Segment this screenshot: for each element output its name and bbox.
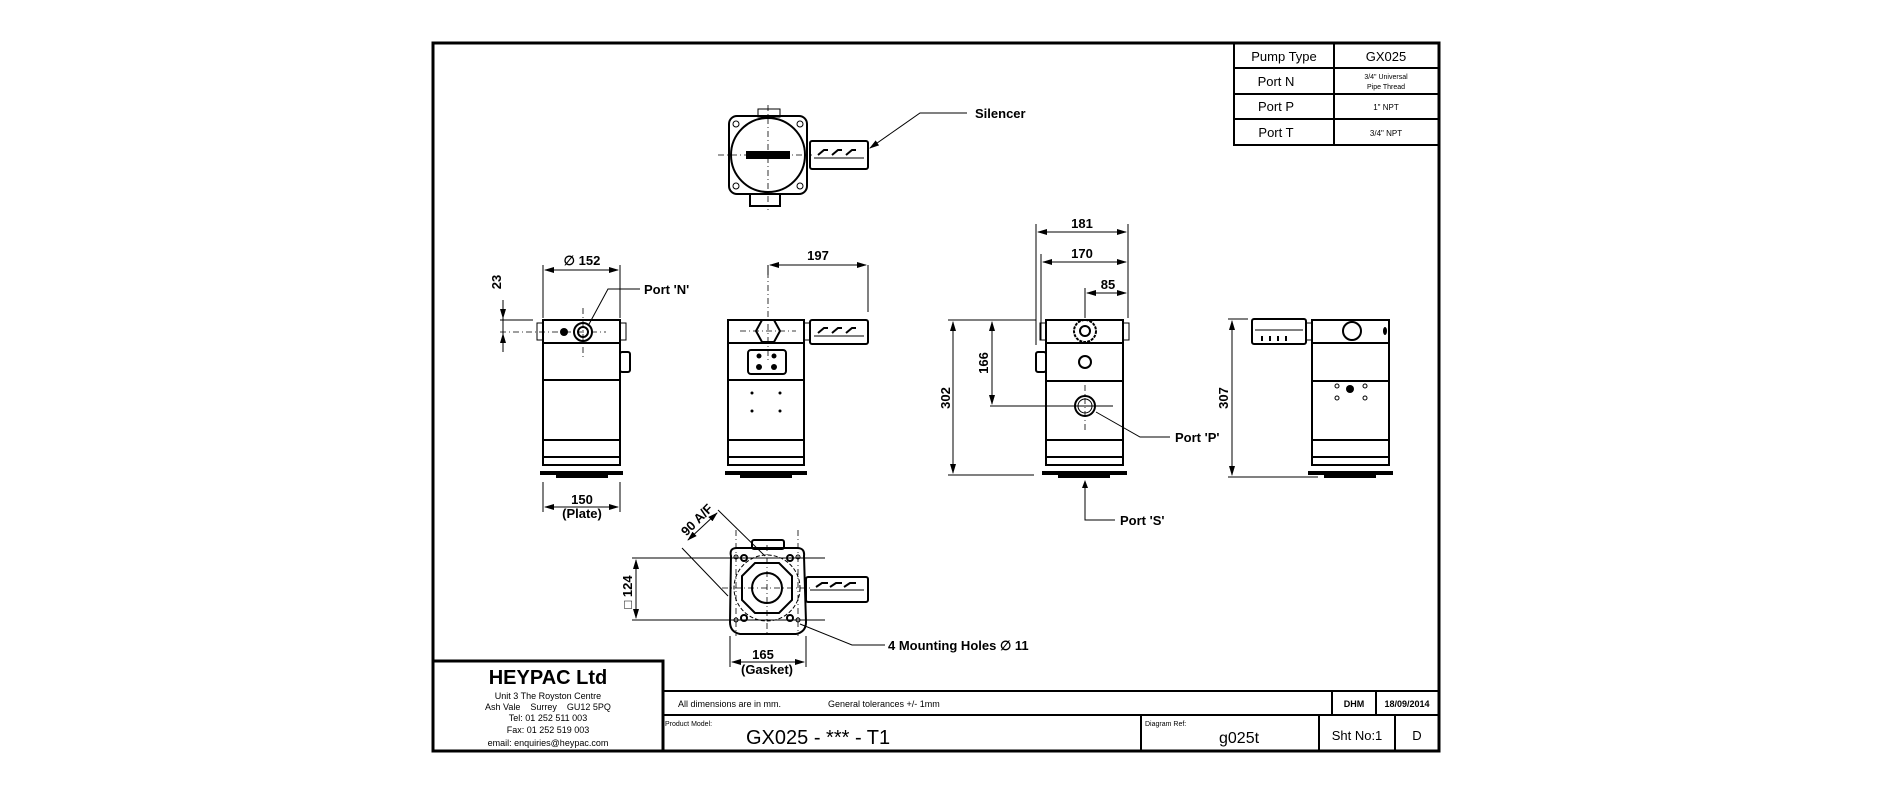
spec-row-label: Port P [1258, 99, 1294, 114]
dim-166: 166 [976, 352, 991, 374]
diagram-ref: g025t [1219, 730, 1260, 747]
top-view: Silencer [718, 105, 1026, 210]
title-block: HEYPAC Ltd Unit 3 The Royston Centre Ash… [431, 659, 1439, 753]
spec-row-value: 1" NPT [1373, 103, 1399, 112]
company-name: HEYPAC Ltd [489, 667, 608, 689]
callout-port-n: Port 'N' [644, 282, 689, 297]
company-address-1: Unit 3 The Royston Centre [495, 691, 601, 701]
drawing-frame [431, 41, 1441, 753]
spec-row-label: Port T [1258, 125, 1293, 140]
bottom-view: □ 124 90 A/F 165 (Gasket) 4 Mounting Hol… [620, 501, 1029, 677]
dim-square-124: □ 124 [620, 575, 635, 609]
callout-port-s: Port 'S' [1120, 513, 1164, 528]
product-model: GX025 - *** - T1 [746, 727, 890, 749]
drawing-date: 18/09/2014 [1384, 699, 1429, 709]
revision: D [1412, 728, 1421, 743]
drawn-by: DHM [1344, 699, 1365, 709]
spec-header-value: GX025 [1366, 49, 1406, 64]
silencer [809, 140, 869, 170]
side-view-port-n: ∅ 152 23 Port 'N' 150 (Plate) [489, 253, 689, 521]
company-fax: Fax: 01 252 519 003 [507, 725, 590, 735]
dim-150: 150 [571, 492, 593, 507]
dim-85: 85 [1101, 277, 1115, 292]
spec-row-label: Port N [1258, 74, 1295, 89]
callout-silencer: Silencer [975, 106, 1026, 121]
dim-23: 23 [489, 275, 504, 289]
dim-gasket-label: (Gasket) [741, 662, 793, 677]
spec-row-value: 3/4" Universal [1364, 74, 1408, 81]
front-view: 197 [725, 248, 869, 478]
dim-181: 181 [1071, 216, 1093, 231]
note-tolerance: General tolerances +/- 1mm [828, 699, 940, 709]
company-address-2: Ash Vale Surrey GU12 5PQ [485, 702, 611, 712]
dim-307: 307 [1216, 387, 1231, 409]
dim-165: 165 [752, 647, 774, 662]
side-view-port-p: 181 170 85 166 302 Port 'P' Port 'S' [938, 216, 1219, 528]
dim-197: 197 [807, 248, 829, 263]
callout-port-p: Port 'P' [1175, 430, 1219, 445]
dim-170: 170 [1071, 246, 1093, 261]
dim-302: 302 [938, 387, 953, 409]
spec-table: Pump Type GX025 Port N 3/4" Universal Pi… [1233, 42, 1440, 146]
spec-header-label: Pump Type [1251, 49, 1317, 64]
rear-view: 307 [1216, 318, 1393, 478]
dim-plate-label: (Plate) [562, 506, 602, 521]
spec-row-value: 3/4" NPT [1370, 129, 1402, 138]
product-model-label: Product Model: [665, 721, 712, 728]
note-units: All dimensions are in mm. [678, 699, 781, 709]
diagram-ref-label: Diagram Ref: [1145, 721, 1186, 728]
callout-mounting-holes: 4 Mounting Holes ∅ 11 [888, 638, 1029, 653]
spec-row-value: Pipe Thread [1367, 84, 1405, 91]
dim-diameter-152: ∅ 152 [564, 253, 601, 268]
sheet-number: Sht No:1 [1332, 728, 1383, 743]
company-tel: Tel: 01 252 511 003 [509, 713, 587, 723]
company-email: email: enquiries@heypac.com [488, 738, 609, 748]
